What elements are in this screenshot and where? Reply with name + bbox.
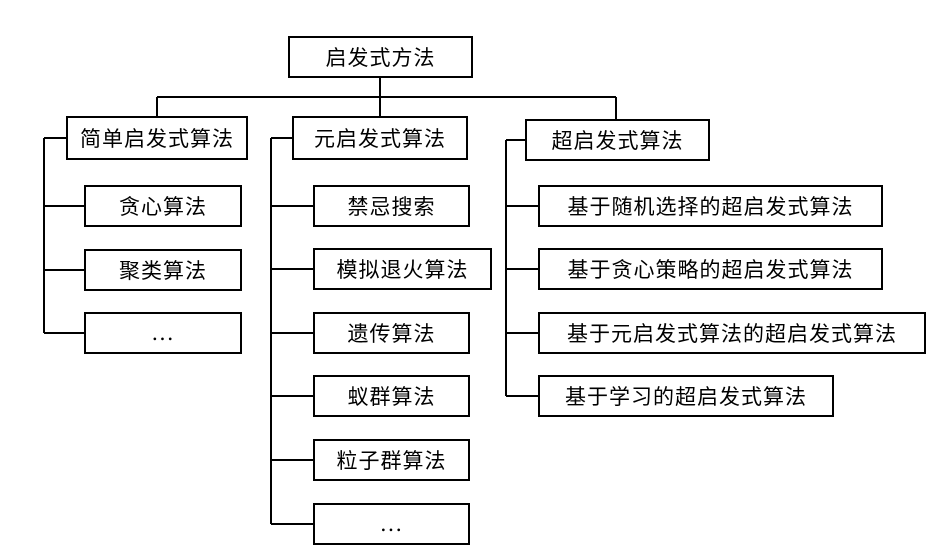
- leaf-ant-colony: 蚁群算法: [313, 375, 470, 417]
- leaf-greedy-strategy-hh: 基于贪心策略的超启发式算法: [538, 248, 883, 290]
- leaf-random-selection-hh: 基于随机选择的超启发式算法: [538, 185, 883, 227]
- branch-hyperheuristic: 超启发式算法: [525, 119, 710, 161]
- leaf-simulated-annealing: 模拟退火算法: [313, 248, 492, 290]
- branch-simple-heuristic: 简单启发式算法: [66, 116, 248, 160]
- leaf-clustering: 聚类算法: [84, 249, 242, 291]
- leaf-greedy: 贪心算法: [84, 185, 242, 227]
- branch-metaheuristic: 元启发式算法: [292, 116, 468, 160]
- leaf-ellipsis-1: ...: [84, 312, 242, 354]
- leaf-ellipsis-2: ...: [313, 503, 470, 545]
- leaf-particle-swarm: 粒子群算法: [313, 439, 470, 481]
- leaf-metaheuristic-based-hh: 基于元启发式算法的超启发式算法: [538, 312, 926, 354]
- leaf-genetic: 遗传算法: [313, 312, 470, 354]
- root-node: 启发式方法: [288, 36, 473, 78]
- leaf-tabu-search: 禁忌搜索: [313, 185, 470, 227]
- leaf-learning-based-hh: 基于学习的超启发式算法: [538, 375, 834, 417]
